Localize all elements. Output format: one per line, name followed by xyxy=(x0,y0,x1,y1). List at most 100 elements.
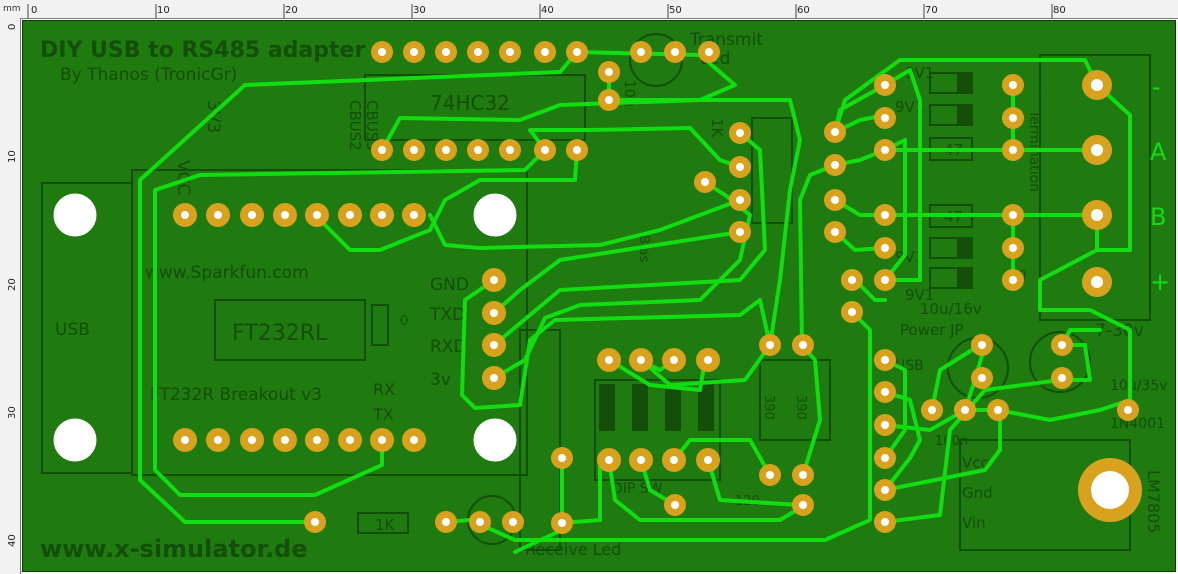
ruler-top-label-80: 80 xyxy=(1053,5,1066,16)
txd-label: TXD xyxy=(429,305,465,325)
silkscreen-text: DIY USB to RS485 adapter By Thanos (Tron… xyxy=(40,30,1168,563)
pad-drill-hole xyxy=(378,48,386,56)
pad-drill-hole xyxy=(1009,146,1017,154)
ruler-left-label-30: 30 xyxy=(7,406,18,419)
pad-drill-hole xyxy=(410,146,418,154)
vin-label: Vin xyxy=(962,514,986,532)
r390b-label: 390 xyxy=(793,395,808,420)
pad-drill-hole xyxy=(799,501,807,509)
pad-drill-hole xyxy=(378,211,386,219)
gnd-label: GND xyxy=(430,275,469,295)
pad-drill-hole xyxy=(181,211,189,219)
pad-drill-hole xyxy=(490,276,498,284)
pad-drill-hole xyxy=(281,436,289,444)
pad-drill-hole xyxy=(476,518,484,526)
pad-drill-hole xyxy=(605,68,613,76)
pad-drill-hole xyxy=(799,471,807,479)
pad-drill-hole xyxy=(881,421,889,429)
board-author: By Thanos (TronicGr) xyxy=(60,65,237,85)
pad-drill-hole xyxy=(881,276,889,284)
mounting-hole-br xyxy=(473,418,517,462)
pad-drill-hole xyxy=(1091,79,1103,91)
pcb-board[interactable]: DIY USB to RS485 adapter By Thanos (Tron… xyxy=(22,20,1176,572)
terminal-b-label: B xyxy=(1150,203,1166,231)
board-title: DIY USB to RS485 adapter xyxy=(40,38,365,63)
pad-drill-hole xyxy=(848,308,856,316)
mounting-hole-tr xyxy=(473,193,517,237)
pad-drill-hole xyxy=(881,356,889,364)
pad-drill-hole xyxy=(1009,276,1017,284)
pad-drill-hole xyxy=(881,146,889,154)
ruler-left-label-0: 0 xyxy=(7,24,18,30)
pad-drill-hole xyxy=(558,454,566,462)
pad-drill-hole xyxy=(1058,341,1066,349)
ruler-top xyxy=(0,0,1178,19)
pad-drill-hole xyxy=(1124,406,1132,414)
ruler-top-ticks xyxy=(27,4,1053,18)
pad-drill-hole xyxy=(442,146,450,154)
pad-drill-hole xyxy=(881,388,889,396)
gnd2-label: Gnd xyxy=(962,484,993,502)
pad-drill-hole xyxy=(671,48,679,56)
terminal-plus-label: + xyxy=(1150,268,1170,296)
pad-drill-hole xyxy=(346,436,354,444)
pad-drill-hole xyxy=(573,48,581,56)
pad-drill-hole xyxy=(736,163,744,171)
vcc-label: VCC xyxy=(173,160,193,195)
pad-drill-hole xyxy=(474,48,482,56)
r1k-top-label: 1K xyxy=(708,118,726,139)
pad-drill-hole xyxy=(410,211,418,219)
pad-drill-hole xyxy=(978,341,986,349)
pad-drill-hole xyxy=(670,456,678,464)
pad-drill-hole xyxy=(313,436,321,444)
lm7805-label: LM7805 xyxy=(1144,470,1163,533)
vcc2-label: Vcc xyxy=(962,454,989,472)
pad-drill-hole xyxy=(978,374,986,382)
ruler-unit: mm xyxy=(0,0,22,18)
terminal-labels: - A B + xyxy=(1150,73,1170,296)
pad-drill-hole xyxy=(313,211,321,219)
pad-drill-hole xyxy=(506,48,514,56)
pad-drill-hole xyxy=(378,146,386,154)
pad-drill-hole xyxy=(490,341,498,349)
pad-drill-hole xyxy=(928,406,936,414)
breakout-text: FT232R Breakout v3 xyxy=(150,385,322,405)
pad-drill-hole xyxy=(881,81,889,89)
pad-drill-hole xyxy=(766,341,774,349)
ruler-left-label-40: 40 xyxy=(7,534,18,547)
mounting-hole-tl xyxy=(53,193,97,237)
ruler-top-label-70: 70 xyxy=(925,5,938,16)
pad-drill-hole xyxy=(994,406,1002,414)
ruler-top-label-10: 10 xyxy=(157,5,170,16)
board-website: www.x-simulator.de xyxy=(40,535,308,563)
pad-drill-hole xyxy=(506,146,514,154)
cbus3-label: CBUS3 xyxy=(363,100,381,151)
ruler-top-label-0: 0 xyxy=(31,5,37,16)
pad-drill-hole xyxy=(1009,244,1017,252)
ruler-top-label-60: 60 xyxy=(797,5,810,16)
pad-drill-hole xyxy=(509,518,517,526)
pads[interactable] xyxy=(173,41,1139,534)
pad-drill-hole xyxy=(1009,114,1017,122)
pad-drill-hole xyxy=(410,436,418,444)
pad-drill-hole xyxy=(848,276,856,284)
pad-drill-hole xyxy=(637,456,645,464)
pad-drill-hole xyxy=(558,519,566,527)
ruler-top-label-50: 50 xyxy=(669,5,682,16)
pad-drill-hole xyxy=(1009,211,1017,219)
pad-drill-hole xyxy=(410,48,418,56)
pad-drill-hole xyxy=(637,48,645,56)
ruler-top-label-40: 40 xyxy=(541,5,554,16)
pad-drill-hole xyxy=(881,114,889,122)
ruler-left xyxy=(0,18,21,574)
ft232rl-label: FT232RL xyxy=(232,321,328,346)
v10u35-label: 10u/35v xyxy=(1110,378,1168,394)
pad-drill-hole xyxy=(701,178,709,186)
pad-drill-hole xyxy=(490,309,498,317)
zero-label: 0 xyxy=(400,314,408,329)
mounting-holes xyxy=(53,193,517,462)
pad-drill-hole xyxy=(831,196,839,204)
pad-drill-hole xyxy=(961,406,969,414)
terminal-minus-label: - xyxy=(1152,73,1161,101)
pad-drill-hole xyxy=(766,471,774,479)
